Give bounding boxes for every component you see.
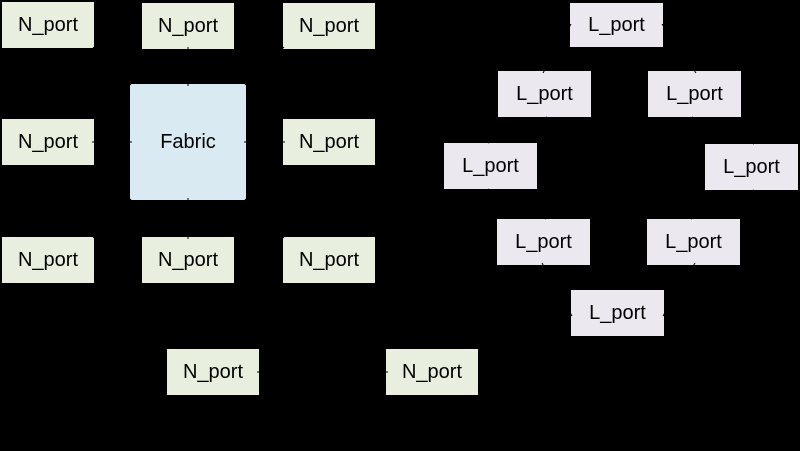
n-port-label: N_port — [401, 360, 463, 383]
n-port-label: N_port — [298, 130, 360, 153]
n-port-box-bottom-left: N_port — [1, 236, 95, 284]
n-port-label: N_port — [182, 360, 244, 383]
n-port-box-mid-left: N_port — [1, 118, 95, 166]
l-port-box-upper-left: L_port — [497, 70, 592, 118]
l-port-label: L_port — [665, 230, 722, 253]
n-port-label: N_port — [157, 248, 219, 271]
connector-loop-4 — [691, 116, 755, 145]
connector-loop-8 — [662, 262, 696, 317]
n-port-label: N_port — [17, 248, 79, 271]
n-port-box-p2p-right: N_port — [385, 348, 479, 396]
l-port-box-bottom: L_port — [570, 289, 665, 337]
l-port-box-top: L_port — [569, 2, 664, 48]
n-port-box-p2p-left: N_port — [166, 348, 260, 396]
l-port-label: L_port — [723, 155, 780, 178]
n-port-label: N_port — [157, 14, 219, 37]
n-port-box-bottom-center: N_port — [141, 236, 235, 284]
connector-fabric-bottom-left — [92, 198, 132, 239]
n-port-label: N_port — [17, 130, 79, 153]
connector-loop-6 — [690, 189, 755, 220]
n-port-label: N_port — [298, 14, 360, 37]
connector-loop-5 — [487, 188, 547, 220]
l-port-box-mid-right: L_port — [704, 143, 799, 191]
l-port-box-lower-right: L_port — [646, 218, 741, 266]
n-port-box-bottom-right: N_port — [282, 236, 376, 284]
connector-loop-2 — [661, 23, 697, 74]
n-port-box-mid-right: N_port — [282, 118, 376, 166]
l-port-box-upper-right: L_port — [647, 70, 742, 118]
n-port-label: N_port — [298, 248, 360, 271]
l-port-label: L_port — [666, 82, 723, 105]
n-port-box-top-left: N_port — [1, 1, 95, 49]
fabric-label: Fabric — [160, 130, 216, 153]
l-port-box-mid-left: L_port — [443, 142, 538, 190]
connector-fabric-top-right — [244, 46, 285, 86]
fabric-box: Fabric — [129, 83, 247, 201]
l-port-label: L_port — [588, 13, 645, 36]
l-port-label: L_port — [589, 301, 646, 324]
n-port-box-top-right: N_port — [282, 2, 376, 50]
connector-fabric-top-left — [92, 46, 132, 86]
l-port-label: L_port — [462, 154, 519, 177]
connector-loop-7 — [541, 262, 573, 317]
l-port-box-lower-left: L_port — [496, 218, 591, 266]
l-port-label: L_port — [516, 82, 573, 105]
n-port-box-top-center: N_port — [141, 2, 235, 50]
connector-loop-1 — [542, 23, 572, 74]
connector-fabric-bottom-right — [244, 198, 285, 239]
l-port-label: L_port — [515, 230, 572, 253]
n-port-label: N_port — [17, 13, 79, 36]
connector-loop-3 — [487, 116, 548, 144]
